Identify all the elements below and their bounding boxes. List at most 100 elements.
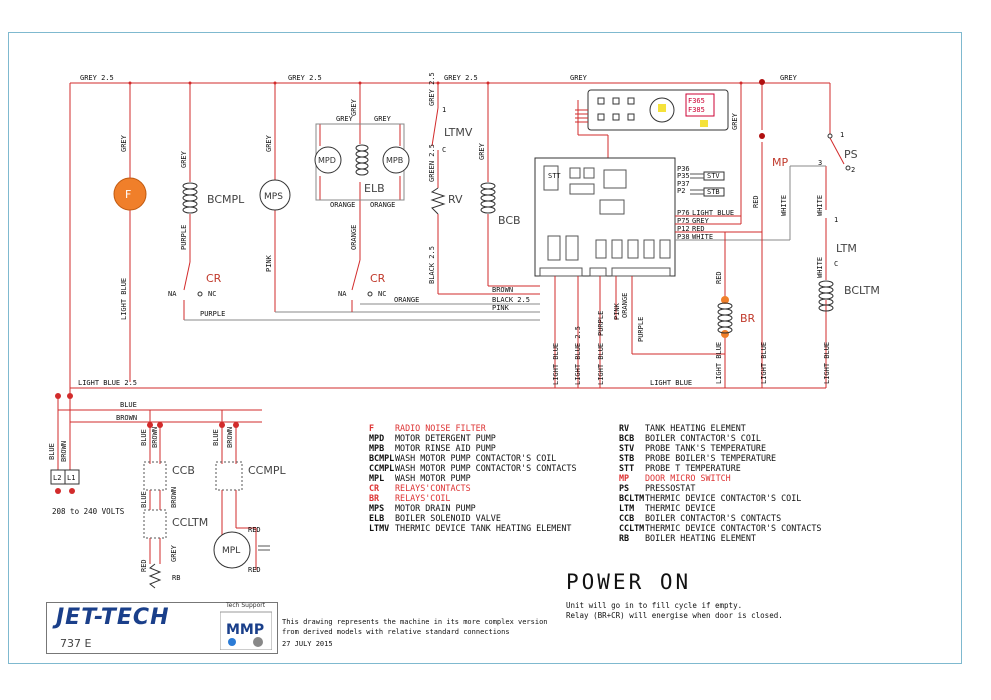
elb-coil [355,144,369,176]
legend-key: CCB [619,513,635,523]
mpl-motor [213,531,251,569]
br-dot-bottom [721,330,729,338]
lb-label-right: LIGHT BLUE [650,379,692,387]
pin-p35: P35 [677,172,690,180]
legend-key: MPB [369,443,385,453]
supply-line [69,82,830,395]
power-on-note: Unit will go in to fill cycle if empty. … [566,601,783,621]
br-red: RED [715,271,723,284]
ccltm-label: CCLTM [172,516,208,529]
br-label: BR [740,312,756,325]
ps-contact [827,133,833,139]
ps-white-vert: WHITE [780,195,788,216]
orange-left: ORANGE [330,201,355,209]
wire-label-grey-a: GREY 2.5 [80,74,114,82]
ccmpl-label: CCMPL [248,464,286,477]
orange-right: ORANGE [370,201,395,209]
mp-grey: GREY [731,112,739,130]
mps-label: MPS [264,192,283,202]
power-note-line1: Unit will go in to fill cycle if empty. [566,601,743,610]
ltmv-label: LTMV [444,126,473,139]
pin-p76: P76 [677,209,690,217]
mmp-logo: MMP [220,611,272,650]
br-dot-top [721,296,729,304]
l2-label: L2 [53,474,61,482]
ccb-contacts [143,461,243,539]
legend-desc: BOILER CONTACTOR'S COIL [645,433,761,443]
pump-grey-left: GREY [336,115,354,123]
noise-filter-f [113,177,147,211]
legend-key: CCLTM [619,523,645,533]
pink-board: PINK [613,302,621,320]
ltmv-grey: GREY 2.5 [428,72,436,106]
stt-label: STT [548,172,561,180]
legend-key: F [369,423,375,433]
legend-key: BCMPL [369,453,395,463]
bcltm-lb: LIGHT BLUE [823,342,831,384]
ltm-pinc: C [834,260,838,268]
white-p38: WHITE [692,233,713,241]
cr2-na: NA [338,290,347,298]
supply-voltage: 208 to 240 VOLTS [52,507,125,516]
grey-p75: GREY [692,217,710,225]
legend-key: BCLTM [619,493,645,503]
blue-h: BLUE [120,401,137,409]
wire-label-grey-b: GREY 2.5 [288,74,322,82]
ltmv-green: GREEN 2.5 [428,144,436,182]
mp-lb: LIGHT BLUE [760,342,768,384]
ps-wires [825,83,845,388]
mpl-label: MPL [222,546,240,556]
bcmpl-label: BCMPL [207,193,245,206]
brown-v: BROWN [60,441,68,462]
legend-key: LTMV [369,523,390,533]
pin-p38: P38 [677,233,690,241]
cr1-nc: NC [208,290,216,298]
ltmv-pin1: 1 [442,106,446,114]
orange-board: ORANGE [621,293,629,318]
legend-key: MPD [369,433,385,443]
mpb-label: MPB [386,156,403,165]
mp-label: MP [772,156,788,169]
legend-desc: TANK HEATING ELEMENT [645,423,746,433]
legend-key: STT [619,463,635,473]
f-label: F [125,188,131,201]
legend-key: RB [619,533,630,543]
red-mpl-2: RED [248,566,261,574]
power-on-title: POWER ON [566,570,692,594]
f-lightblue-label: LIGHT BLUE [120,278,128,320]
blue-v: BLUE [48,443,56,460]
ltmv-pinc: C [442,146,446,154]
legend-key: PS [619,483,630,493]
tech-support-label: Tech Support [226,602,266,609]
lb25-1: LIGHT BLUE 2.5 [574,326,582,385]
ltm-white: WHITE [816,257,824,278]
lb-2: LIGHT BLUE [597,343,605,385]
legend-desc: PRESSOSTAT [645,483,696,493]
br-lb: LIGHT BLUE [715,342,723,384]
legend-key: STV [619,443,635,453]
grey-rb: GREY [170,544,178,562]
rv-label: RV [448,193,463,206]
drawing-note-2: from derived models with relative standa… [282,628,510,636]
pin-p2: P2 [677,187,685,195]
ltm-label: LTM [836,242,857,255]
display-f385: F385 [688,106,705,114]
legend-desc: PROBE TANK'S TEMPERATURE [645,443,767,453]
board-components [539,165,671,277]
bcltm-label: BCLTM [844,284,880,297]
black-label: BLACK 2.5 [492,296,530,304]
drawing-frame [8,32,962,664]
legend-key: LTM [619,503,635,513]
legend-key: MP [619,473,630,483]
mpd-motor [314,146,342,174]
legend-desc: WASH MOTOR PUMP CONTACTOR'S COIL [395,453,557,463]
